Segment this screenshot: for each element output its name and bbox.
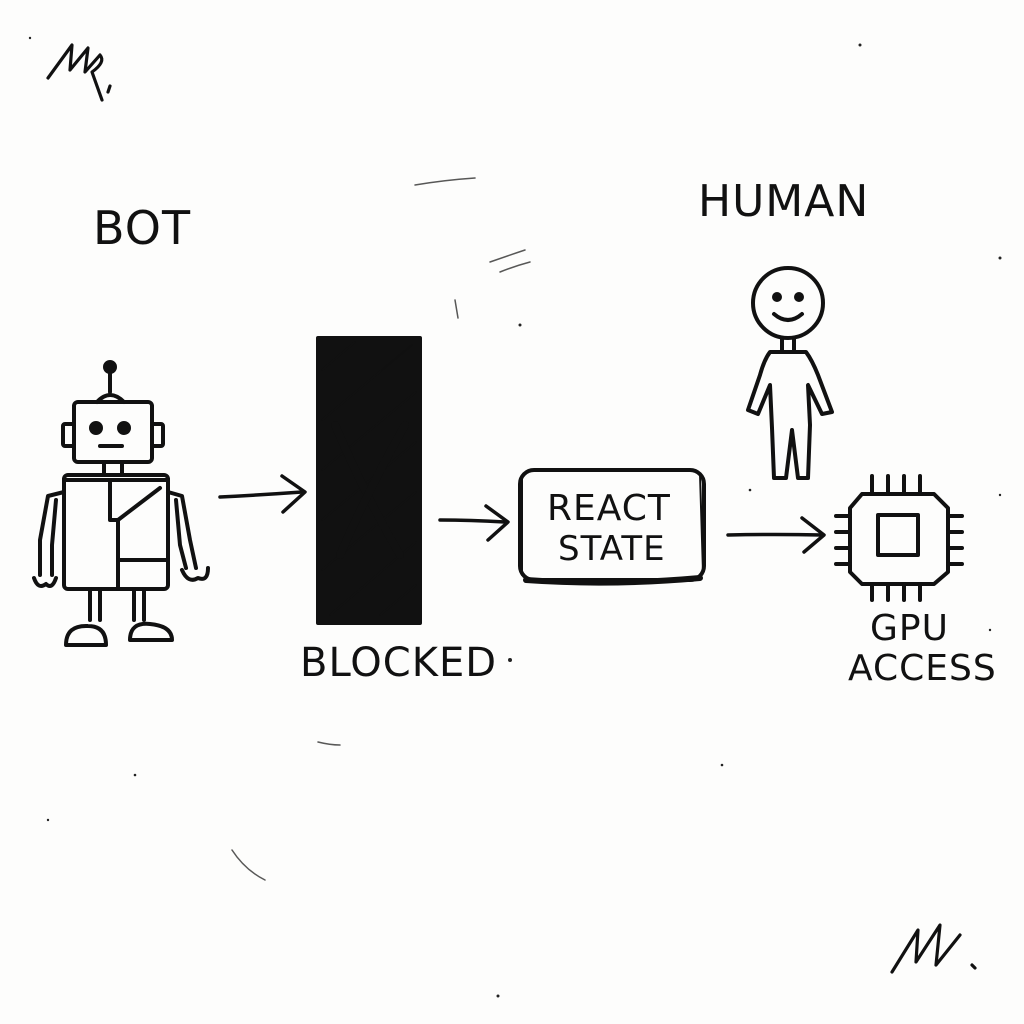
react-state-label-line1: REACT [547, 488, 671, 529]
human-label: HUMAN [698, 176, 869, 227]
robot-icon [32, 360, 210, 647]
arrow-bot-to-blocked [218, 474, 307, 514]
gpu-label-line1: GPU [870, 608, 949, 649]
react-state-label-line2: STATE [558, 529, 666, 569]
paper-scratches [231, 177, 531, 881]
blocked-label: BLOCKED [300, 640, 497, 686]
signature-bottom-right [890, 923, 977, 974]
signature-top-left [46, 43, 112, 102]
react-state-box [518, 468, 706, 586]
bot-label: BOT [93, 201, 191, 255]
chip-icon [834, 474, 964, 602]
stick-figure-icon [746, 266, 834, 480]
paper-specks [28, 36, 1002, 998]
gpu-label-line2: ACCESS [848, 648, 997, 689]
arrow-react-to-gpu [726, 516, 826, 554]
blocked-barrier-icon [316, 336, 422, 625]
arrow-blocked-to-react [438, 504, 510, 542]
